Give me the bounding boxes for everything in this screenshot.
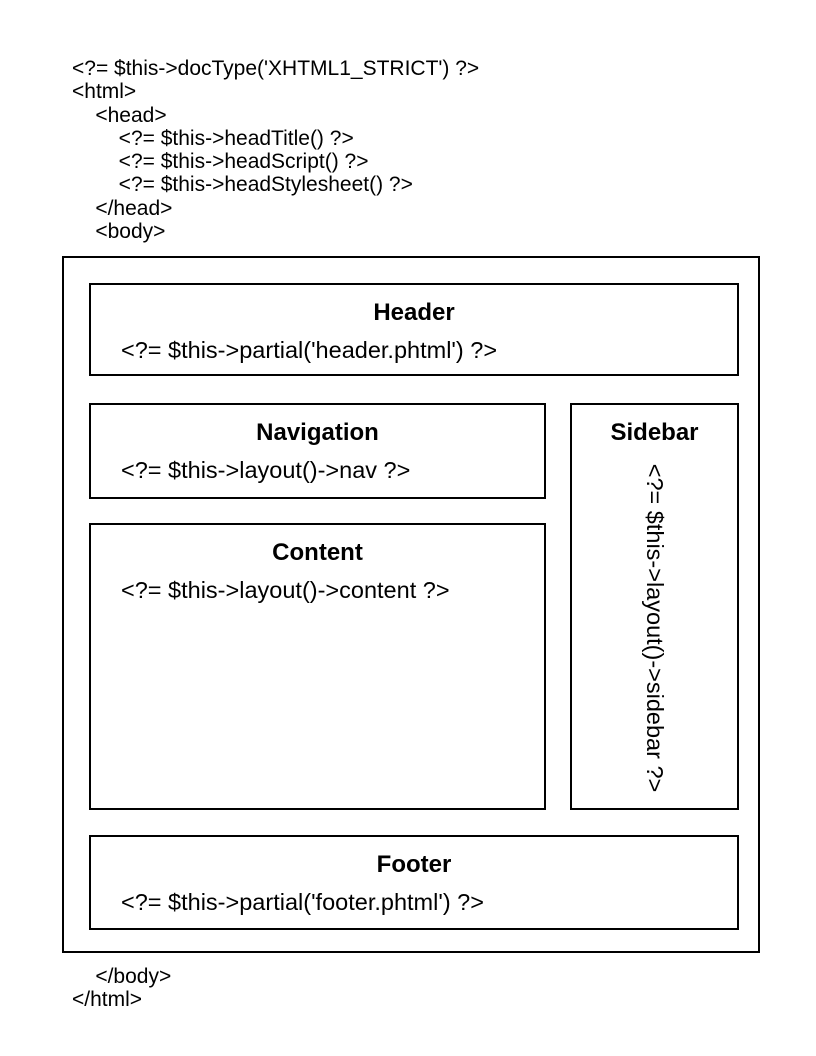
footer-title: Footer (376, 851, 452, 878)
content-box: Content <?= $this->layout()->content ?> (89, 523, 546, 810)
sidebar-title: Sidebar (610, 419, 699, 446)
header-partial-code: <?= $this->partial('header.phtml') ?> (121, 337, 498, 363)
php-template-close-code: </body> </html> (72, 965, 172, 1012)
footer-box: Footer <?= $this->partial('footer.phtml'… (89, 835, 739, 930)
navigation-box: Navigation <?= $this->layout()->nav ?> (89, 403, 546, 499)
navigation-layout-code: <?= $this->layout()->nav ?> (121, 457, 411, 483)
sidebar-layout-code-vertical: <?= $this->layout()->sidebar ?> (642, 463, 668, 792)
header-title: Header (373, 299, 455, 326)
body-layout-box: Header <?= $this->partial('header.phtml'… (62, 256, 760, 953)
content-title: Content (272, 539, 363, 566)
footer-partial-code: <?= $this->partial('footer.phtml') ?> (121, 889, 484, 915)
header-box: Header <?= $this->partial('header.phtml'… (89, 283, 739, 376)
php-template-head-code: <?= $this->docType('XHTML1_STRICT') ?> <… (72, 57, 480, 244)
content-layout-code: <?= $this->layout()->content ?> (121, 577, 450, 603)
sidebar-box: Sidebar <?= $this->layout()->sidebar ?> (570, 403, 739, 810)
navigation-title: Navigation (256, 419, 379, 446)
